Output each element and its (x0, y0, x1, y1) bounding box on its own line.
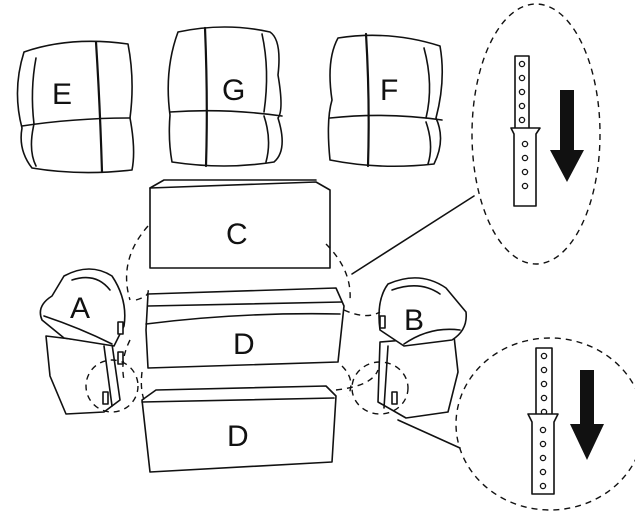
corner-seat-a: A (39, 268, 126, 415)
bracket-detail-upper (471, 3, 601, 265)
arrow-down-icon (550, 90, 584, 182)
leader-line-lower (397, 419, 461, 449)
label-d-upper: D (233, 328, 255, 361)
label-d-lower: D (227, 420, 249, 453)
label-c: C (226, 218, 248, 251)
back-cushion-e: E (16, 40, 135, 174)
bracket-detail-lower (455, 337, 635, 511)
label-e: E (52, 78, 72, 111)
block-c: C (149, 179, 331, 269)
arrow-down-icon (570, 370, 604, 460)
back-cushion-g: G (167, 26, 283, 168)
label-g: G (222, 74, 245, 107)
seat-d-lower: D (141, 385, 337, 473)
seat-d-upper: D (145, 287, 345, 369)
label-f: F (380, 74, 398, 107)
label-b: B (404, 304, 424, 337)
leader-line-upper (351, 195, 475, 275)
corner-seat-b: B (377, 277, 468, 419)
connection-guides (85, 225, 409, 415)
label-a: A (70, 292, 90, 325)
back-cushion-f: F (327, 32, 444, 168)
